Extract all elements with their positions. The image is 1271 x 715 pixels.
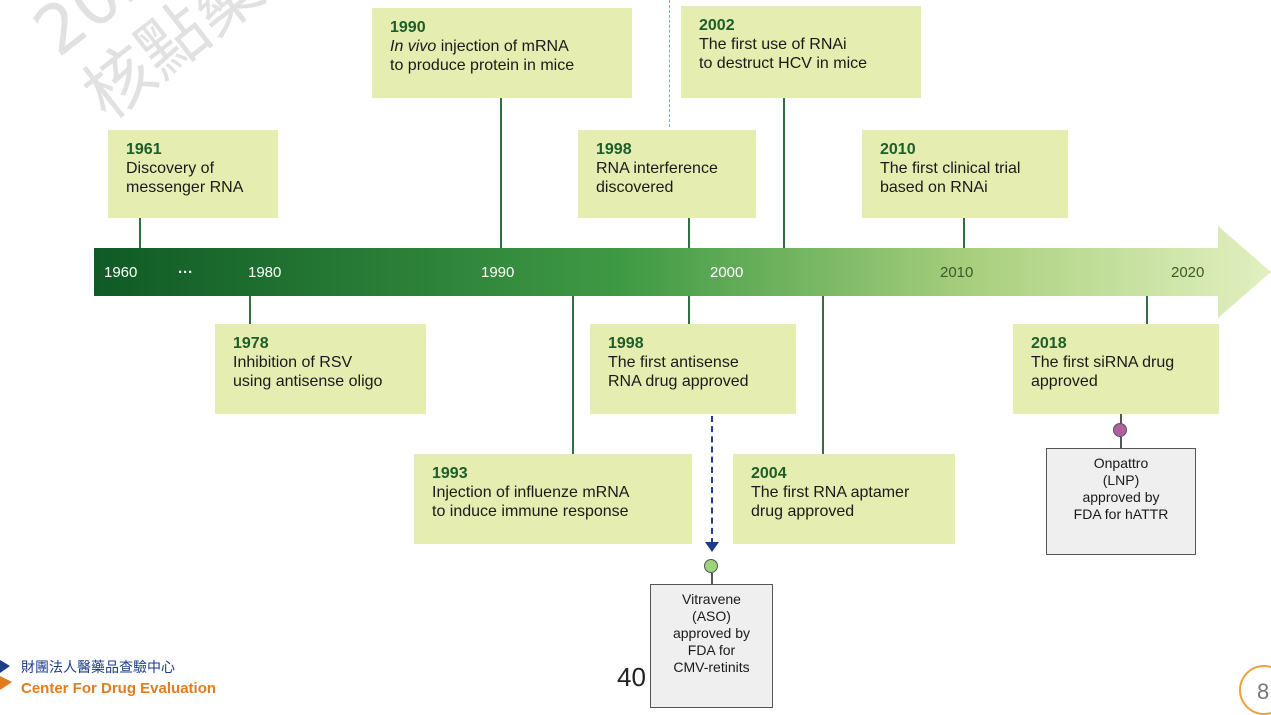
page-number-center: 40	[617, 662, 646, 692]
orange-dashed-line	[669, 0, 670, 127]
event-text-italic: In vivo	[390, 38, 437, 55]
event-2010: 2010 The first clinical trial based on R…	[862, 130, 1068, 218]
event-1990: 1990 In vivo injection of mRNA to produc…	[372, 8, 632, 98]
purple-dot-icon	[1113, 423, 1127, 437]
tick-1980: 1980	[248, 264, 282, 281]
connector-1998-bottom	[688, 296, 690, 324]
tick-ellipsis: ···	[178, 264, 193, 281]
event-2004: 2004 The first RNA aptamer drug approved	[733, 454, 955, 544]
footer-org-english: Center For Drug Evaluation	[21, 680, 217, 697]
tick-2020: 2020	[1171, 264, 1205, 281]
event-text: The first clinical trial based on RNAi	[880, 160, 1021, 196]
dashed-arrow-line	[711, 416, 713, 544]
tick-2000: 2000	[710, 264, 744, 281]
footer-org-chinese: 財團法人醫藥品查驗中心	[21, 659, 175, 675]
event-text: In vivo injection of mRNA to produce pro…	[390, 37, 618, 75]
page-number-badge: 8	[1239, 665, 1271, 715]
event-text: The first use of RNAi to destruct HCV in…	[699, 36, 868, 72]
connector-2018	[1146, 296, 1148, 324]
cde-logo-icon	[0, 660, 12, 690]
connector-2004	[822, 296, 824, 454]
event-year: 1993	[432, 465, 468, 482]
event-1998-rnai: 1998 RNA interference discovered	[578, 130, 756, 218]
event-1961: 1961 Discovery of messenger RNA	[108, 130, 278, 218]
event-year: 1998	[596, 141, 632, 158]
connector-1990	[500, 98, 502, 248]
event-year: 1990	[390, 19, 426, 36]
connector-1998-top	[688, 218, 690, 248]
event-text: Discovery of messenger RNA	[126, 160, 244, 196]
event-text: RNA interference discovered	[596, 160, 718, 196]
connector-1961	[139, 216, 141, 248]
event-year: 2010	[880, 141, 916, 158]
approval-onpattro: Onpattro (LNP) approved by FDA for hATTR	[1046, 448, 1196, 555]
timeline-arrow	[94, 226, 1271, 318]
event-year: 1978	[233, 335, 269, 352]
event-text: The first RNA aptamer drug approved	[751, 484, 910, 520]
event-text: Injection of influenze mRNA to induce im…	[432, 484, 630, 520]
connector-onpattro	[1120, 437, 1122, 449]
event-text: Inhibition of RSV using antisense oligo	[233, 354, 383, 390]
event-year: 1998	[608, 335, 644, 352]
green-dot-icon	[704, 559, 718, 573]
event-year: 2018	[1031, 335, 1067, 352]
tick-1990: 1990	[481, 264, 515, 281]
connector-1978	[249, 296, 251, 324]
connector-1993	[572, 296, 574, 454]
connector-onpattro-top	[1120, 414, 1122, 424]
tick-1960: 1960	[104, 264, 138, 281]
approval-vitravene: Vitravene (ASO) approved by FDA for CMV-…	[650, 584, 773, 708]
connector-2002	[783, 98, 785, 248]
connector-2010	[963, 218, 965, 248]
event-2002: 2002 The first use of RNAi to destruct H…	[681, 6, 921, 98]
arrowhead-icon	[705, 542, 719, 552]
event-2018: 2018 The first siRNA drug approved	[1013, 324, 1219, 414]
event-1998-antisense: 1998 The first antisense RNA drug approv…	[590, 324, 796, 414]
event-year: 1961	[126, 141, 162, 158]
event-1978: 1978 Inhibition of RSV using antisense o…	[215, 324, 426, 414]
event-year: 2004	[751, 465, 787, 482]
event-text: The first siRNA drug approved	[1031, 354, 1175, 390]
event-1993: 1993 Injection of influenze mRNA to indu…	[414, 454, 692, 544]
connector-vitravene	[711, 573, 713, 585]
event-text-rest: injection of mRNA to produce protein in …	[390, 38, 575, 74]
event-year: 2002	[699, 17, 735, 34]
event-text: The first antisense RNA drug approved	[608, 354, 749, 390]
tick-2010: 2010	[940, 264, 974, 281]
